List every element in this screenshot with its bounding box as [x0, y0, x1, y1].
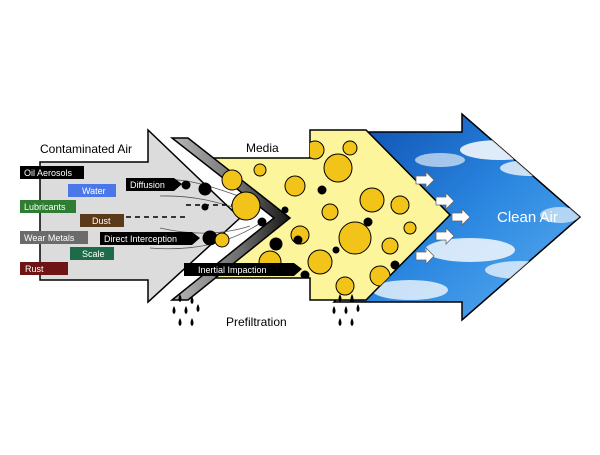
label-box-scale: [70, 247, 114, 260]
label-wear-metals: Wear Metals: [24, 233, 75, 243]
diffusion-arrowhead: [174, 178, 182, 191]
mechanism-inertial-impaction: Inertial Impaction: [198, 265, 267, 275]
label-rust: Rust: [25, 264, 44, 274]
mechanism-box-direct-interception: [100, 232, 192, 245]
label-box-wear-metals: [20, 231, 88, 244]
label-box-lubricants: [20, 200, 76, 213]
mechanism-direct-interception: Direct Interception: [104, 234, 177, 244]
drainage-droplets-right: [332, 294, 360, 326]
media-particles: [253, 140, 417, 296]
filter-band-left: [169, 137, 292, 301]
heading-media: Media: [246, 141, 279, 155]
label-box-rust: [20, 262, 68, 275]
drainage-droplets-left: [172, 294, 200, 326]
contaminant-labels: Oil Aerosols Water Lubricants Dust Wear …: [20, 166, 124, 275]
label-box-dust: [80, 214, 124, 227]
label-box-water: [68, 184, 116, 197]
label-lubricants: Lubricants: [24, 202, 66, 212]
mechanism-box-diffusion: [126, 178, 174, 191]
heading-prefiltration: Prefiltration: [226, 315, 287, 329]
inertial-impaction-arrowhead: [294, 263, 302, 276]
direct-interception-arrowhead: [192, 232, 200, 245]
mechanism-labels: Diffusion Direct Interception Inertial I…: [100, 178, 302, 276]
heading-clean-air: Clean Air: [497, 209, 558, 226]
label-oil-aerosols: Oil Aerosols: [24, 168, 73, 178]
label-water: Water: [82, 186, 106, 196]
label-scale: Scale: [82, 249, 105, 259]
label-dust: Dust: [92, 216, 111, 226]
mechanism-box-inertial-impaction: [184, 263, 294, 276]
capture-particles: [181, 169, 303, 277]
clean-air-flow-arrows: [415, 171, 471, 265]
heading-contaminated-air: Contaminated Air: [40, 142, 132, 156]
mechanism-diffusion: Diffusion: [130, 180, 165, 190]
label-box-oil-aerosols: [20, 166, 84, 179]
